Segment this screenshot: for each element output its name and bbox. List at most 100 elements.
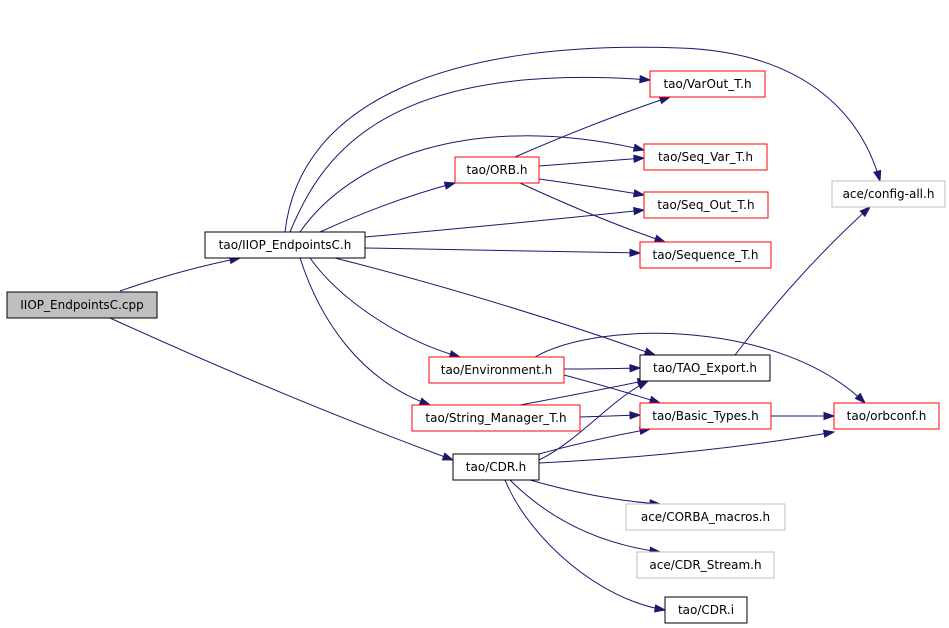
edge-tao-iiop-endpointsc-h-to-tao-tao-export-h	[334, 257, 656, 356]
arrowhead-iiop-endpointsc-cpp-to-tao-cdr-h	[441, 452, 455, 461]
node-tao-orb-h[interactable]: tao/ORB.h	[454, 156, 540, 184]
node-box	[639, 402, 772, 430]
node-tao-tao-export-h[interactable]: tao/TAO_Export.h	[639, 354, 771, 382]
node-label: tao/VarOut_T.h	[663, 77, 751, 91]
edge-tao-environment-h-to-tao-tao-export-h	[563, 367, 641, 370]
node-box	[643, 191, 769, 219]
node-ace-config-all-h[interactable]: ace/config-all.h	[831, 180, 946, 208]
node-box	[6, 291, 158, 319]
arrowhead-tao-string-manager-t-h-to-tao-basic-types-h	[629, 411, 642, 420]
node-tao-seq-out-t-h[interactable]: tao/Seq_Out_T.h	[643, 191, 769, 219]
node-label: tao/Seq_Out_T.h	[657, 198, 754, 212]
nodes: IIOP_EndpointsC.cpp tao/IIOP_EndpointsC.h…	[6, 70, 946, 624]
node-label: tao/Sequence_T.h	[653, 248, 759, 262]
edge-tao-iiop-endpointsc-h-to-tao-environment-h	[309, 257, 461, 358]
edge-tao-orb-h-to-tao-seq-out-t-h	[538, 178, 645, 196]
arrowhead-tao-tao-export-h-to-ace-config-all-h	[859, 205, 872, 218]
node-box	[625, 503, 786, 531]
node-iiop-endpointsc-cpp[interactable]: IIOP_EndpointsC.cpp	[6, 291, 158, 319]
node-box	[639, 241, 772, 269]
node-ace-corba-macros-h[interactable]: ace/CORBA_macros.h	[625, 503, 786, 531]
arrowhead-tao-environment-h-to-tao-orbconf-h	[854, 392, 867, 405]
arrowhead-tao-orb-h-to-tao-seq-out-t-h	[632, 189, 646, 198]
edge-tao-cdr-h-to-tao-tao-export-h	[538, 380, 649, 461]
arrowhead-tao-environment-h-to-tao-basic-types-h	[648, 395, 662, 404]
arrowhead-tao-iiop-endpointsc-h-to-ace-config-all-h	[873, 169, 882, 183]
node-label: ace/CORBA_macros.h	[641, 510, 770, 524]
node-label: tao/orbconf.h	[847, 409, 927, 423]
node-box	[649, 70, 766, 98]
edge-tao-iiop-endpointsc-h-to-tao-string-manager-t-h	[299, 257, 431, 406]
node-ace-cdr-stream-h[interactable]: ace/CDR_Stream.h	[636, 551, 775, 579]
edge-iiop-endpointsc-cpp-to-tao-cdr-h	[109, 317, 454, 461]
node-box	[639, 354, 771, 382]
node-label: tao/String_Manager_T.h	[425, 411, 566, 425]
edge-tao-iiop-endpointsc-h-to-tao-varout-t-h	[289, 76, 651, 233]
edge-tao-iiop-endpointsc-h-to-ace-config-all-h	[284, 46, 881, 233]
arrowhead-tao-orb-h-to-tao-varout-t-h	[658, 96, 672, 105]
node-box	[636, 551, 775, 579]
edge-tao-orb-h-to-tao-seq-var-t-h	[538, 157, 645, 167]
node-tao-orbconf-h[interactable]: tao/orbconf.h	[833, 402, 940, 430]
node-tao-sequence-t-h[interactable]: tao/Sequence_T.h	[639, 241, 772, 269]
node-label: ace/CDR_Stream.h	[649, 558, 761, 572]
node-label: tao/Seq_Var_T.h	[658, 150, 753, 164]
edge-tao-cdr-h-to-tao-basic-types-h	[538, 428, 651, 455]
edge-tao-environment-h-to-tao-orbconf-h	[534, 332, 866, 404]
edge-tao-cdr-h-to-tao-cdr-i	[504, 479, 666, 611]
node-label: tao/ORB.h	[467, 163, 528, 177]
arrowhead-tao-orb-h-to-tao-seq-var-t-h	[633, 154, 646, 163]
node-box	[204, 231, 366, 259]
node-box	[831, 180, 946, 208]
arrowhead-tao-iiop-endpointsc-h-to-tao-sequence-t-h	[629, 248, 642, 257]
edge-tao-iiop-endpointsc-h-to-tao-orb-h	[319, 182, 456, 233]
node-tao-varout-t-h[interactable]: tao/VarOut_T.h	[649, 70, 766, 98]
node-tao-string-manager-t-h[interactable]: tao/String_Manager_T.h	[411, 404, 581, 432]
node-label: IIOP_EndpointsC.cpp	[20, 298, 143, 312]
node-tao-basic-types-h[interactable]: tao/Basic_Types.h	[639, 402, 772, 430]
arrowhead-tao-cdr-h-to-tao-cdr-i	[653, 604, 667, 613]
arrowhead-tao-iiop-endpointsc-h-to-tao-string-manager-t-h	[418, 397, 432, 406]
node-box	[664, 596, 748, 624]
arrowhead-tao-cdr-h-to-tao-tao-export-h	[636, 380, 650, 390]
edge-tao-iiop-endpointsc-h-to-tao-seq-var-t-h	[299, 135, 645, 233]
node-tao-seq-var-t-h[interactable]: tao/Seq_Var_T.h	[643, 143, 768, 171]
node-label: tao/CDR.i	[678, 603, 734, 617]
node-tao-iiop-endpointsc-h[interactable]: tao/IIOP_EndpointsC.h	[204, 231, 366, 259]
node-box	[454, 156, 540, 184]
edge-tao-cdr-h-to-ace-corba-macros-h	[529, 479, 661, 505]
arrowhead-tao-orb-h-to-tao-sequence-t-h	[653, 234, 667, 243]
node-label: tao/Basic_Types.h	[652, 409, 758, 423]
edge-tao-iiop-endpointsc-h-to-tao-sequence-t-h	[364, 247, 641, 254]
node-box	[428, 356, 565, 384]
edge-tao-cdr-h-to-ace-cdr-stream-h	[509, 479, 661, 553]
node-label: tao/IIOP_EndpointsC.h	[219, 238, 352, 252]
edge-tao-iiop-endpointsc-h-to-tao-seq-out-t-h	[364, 209, 645, 238]
arrowhead-tao-iiop-endpointsc-h-to-tao-seq-var-t-h	[632, 143, 646, 152]
arrowhead-tao-iiop-endpointsc-h-to-tao-varout-t-h	[639, 75, 652, 84]
node-box	[833, 402, 940, 430]
arrowhead-tao-iiop-endpointsc-h-to-tao-orb-h	[443, 181, 457, 190]
edge-tao-string-manager-t-h-to-tao-tao-export-h	[519, 379, 649, 406]
edge-iiop-endpointsc-cpp-to-tao-iiop-endpointsc-h	[119, 257, 241, 292]
node-tao-cdr-i[interactable]: tao/CDR.i	[664, 596, 748, 624]
edge-tao-cdr-h-to-tao-orbconf-h	[538, 431, 835, 464]
edge-tao-tao-export-h-to-ace-config-all-h	[734, 206, 871, 356]
node-label: tao/Environment.h	[441, 363, 553, 377]
edge-tao-orb-h-to-tao-sequence-t-h	[519, 182, 666, 243]
arrowhead-tao-iiop-endpointsc-h-to-tao-seq-out-t-h	[633, 206, 646, 216]
node-tao-environment-h[interactable]: tao/Environment.h	[428, 356, 565, 384]
node-label: ace/config-all.h	[843, 187, 935, 201]
arrowhead-tao-basic-types-h-to-tao-orbconf-h	[823, 411, 836, 421]
arrowhead-tao-cdr-h-to-tao-orbconf-h	[822, 429, 836, 438]
node-box	[452, 453, 540, 481]
edge-tao-orb-h-to-tao-varout-t-h	[514, 96, 671, 158]
node-label: tao/CDR.h	[466, 460, 526, 474]
arrowhead-tao-iiop-endpointsc-h-to-tao-tao-export-h	[643, 347, 657, 356]
arrowhead-tao-environment-h-to-tao-tao-export-h	[629, 364, 642, 373]
node-box	[411, 404, 581, 432]
node-label: tao/TAO_Export.h	[653, 361, 757, 375]
node-tao-cdr-h[interactable]: tao/CDR.h	[452, 453, 540, 481]
node-box	[643, 143, 768, 171]
